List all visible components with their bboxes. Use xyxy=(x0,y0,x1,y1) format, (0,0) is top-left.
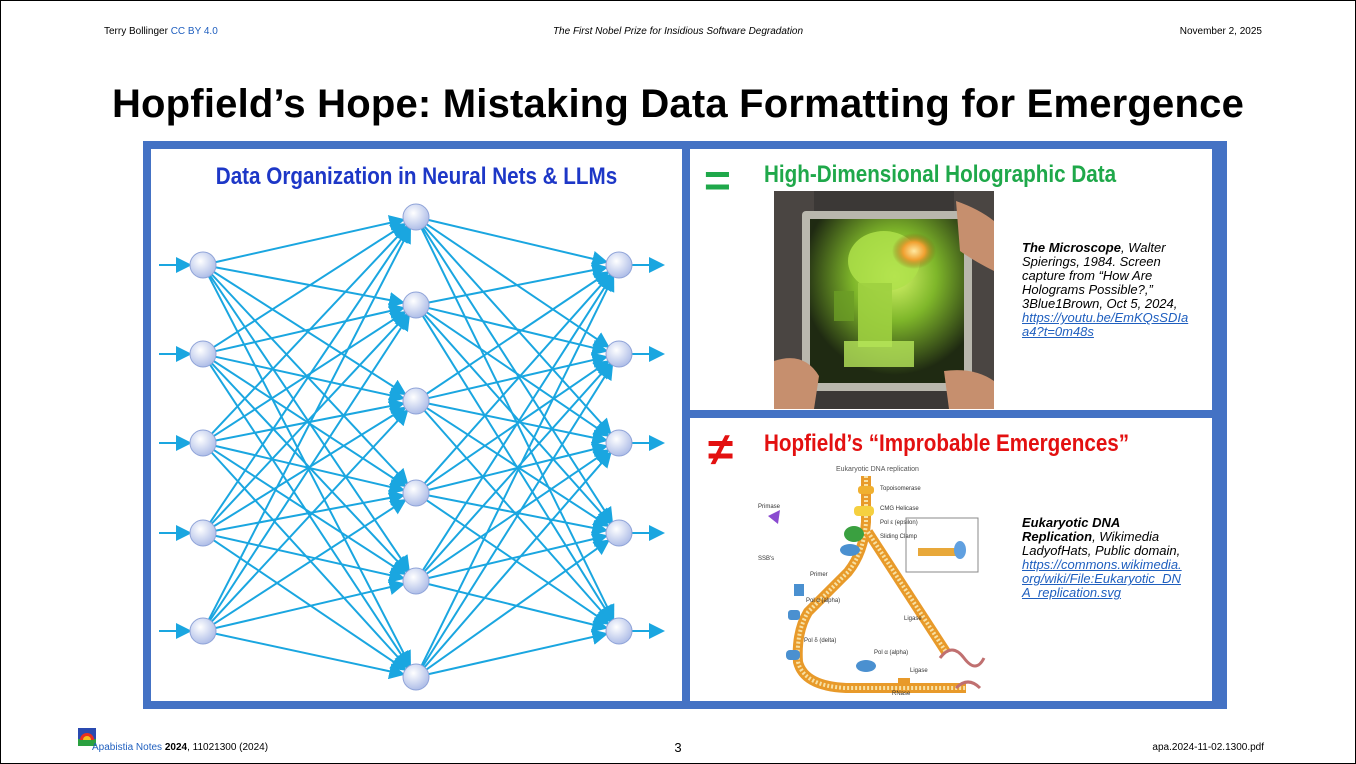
emergence-panel-title: Hopfield’s “Improbable Emergences” xyxy=(764,430,1130,457)
connection-edge xyxy=(215,490,406,532)
connection-edge xyxy=(215,355,406,403)
label-ligase-2: Ligase xyxy=(910,668,928,674)
holographic-panel-title: High-Dimensional Holographic Data xyxy=(764,161,1117,188)
connection-edge xyxy=(423,451,612,668)
input-node xyxy=(189,617,217,645)
output-node xyxy=(605,429,633,457)
input-node xyxy=(189,251,217,279)
label-pol-alpha-2: Pol α (alpha) xyxy=(874,650,908,656)
dna-caption: Eukaryotic DNA Replication, Wikimedia La… xyxy=(1022,516,1182,600)
dna-figure-title: Eukaryotic DNA replication xyxy=(836,466,919,473)
connection-edge xyxy=(211,409,409,623)
label-ligase: Ligase xyxy=(904,616,922,622)
hologram-caption-title: The Microscope xyxy=(1022,240,1121,255)
hidden-node xyxy=(402,567,430,595)
connection-edge xyxy=(213,271,407,396)
footer-year: 2024 xyxy=(164,742,188,753)
input-node xyxy=(189,340,217,368)
label-rnase: RNase xyxy=(892,691,911,697)
hologram-source-link[interactable]: https://youtu.be/EmKQsSDIaa4?t=0m48s xyxy=(1022,310,1189,339)
label-primase: Primase xyxy=(758,504,781,510)
output-node xyxy=(605,617,633,645)
hidden-node xyxy=(402,479,430,507)
page-number: 3 xyxy=(674,740,682,755)
connection-edge xyxy=(426,311,610,437)
author-name: Terry Bollinger xyxy=(104,26,168,37)
connection-edge xyxy=(213,498,407,625)
holographic-panel: = High-Dimensional Holographic Data xyxy=(690,149,1212,410)
connection-edge xyxy=(423,362,612,572)
emergence-panel: ≠ Hopfield’s “Improbable Emergences” Euk… xyxy=(690,418,1212,701)
label-pol-delta: Pol δ (delta) xyxy=(804,638,836,644)
input-node xyxy=(189,429,217,457)
connection-edge xyxy=(208,276,411,668)
input-node xyxy=(189,519,217,547)
dna-source-link[interactable]: https://commons.wikimedia.org/wiki/File:… xyxy=(1022,557,1182,600)
connection-edge xyxy=(426,499,610,625)
hologram-caption-text: , Walter Spierings, 1984. Screen capture… xyxy=(1022,240,1178,311)
header-series-title: The First Nobel Prize for Insidious Soft… xyxy=(552,26,804,37)
footer-filename: apa.2024-11-02.1300.pdf xyxy=(1152,742,1264,753)
label-pol-epsilon: Pol ε (epsilon) xyxy=(880,520,918,526)
slide-title: Hopfield’s Hope: Mistaking Data Formatti… xyxy=(111,82,1245,126)
connection-edge xyxy=(215,632,406,680)
license-link[interactable]: CC BY 4.0 xyxy=(170,26,218,37)
connection-edge xyxy=(426,271,610,395)
connection-edge xyxy=(422,363,614,667)
label-cmg-helicase: CMG Helicase xyxy=(880,506,919,512)
connection-edge xyxy=(215,215,406,264)
hologram-photo xyxy=(774,191,994,409)
label-sliding-clamp: Sliding Clamp xyxy=(880,534,918,540)
connection-edge xyxy=(422,274,614,571)
connection-edge xyxy=(426,449,610,575)
connection-edge xyxy=(428,219,609,267)
label-pol-alpha: Pol α (alpha) xyxy=(806,598,840,604)
connection-edge xyxy=(215,579,406,630)
connection-edge xyxy=(211,273,409,485)
label-ssbs: SSB's xyxy=(758,556,774,562)
connection-edge xyxy=(428,262,609,304)
footer-citation: Apabistia Notes 2024, 11021300 (2024) xyxy=(92,742,268,753)
output-node xyxy=(605,340,633,368)
connection-edge xyxy=(428,307,609,356)
hidden-node xyxy=(402,663,430,691)
connection-edge xyxy=(426,539,611,671)
connection-edge xyxy=(209,226,410,523)
label-primer: Primer xyxy=(810,572,828,578)
connection-edge xyxy=(211,313,409,525)
connection-edge xyxy=(211,225,409,435)
hidden-node xyxy=(402,203,430,231)
footer-publication[interactable]: Apabistia Notes xyxy=(92,742,163,753)
neural-net-diagram xyxy=(159,203,665,691)
connection-edge xyxy=(428,629,609,676)
hologram-caption: The Microscope, Walter Spierings, 1984. … xyxy=(1022,241,1190,339)
neural-net-panel: Data Organization in Neural Nets & LLMs xyxy=(151,149,682,701)
apabistia-logo-icon xyxy=(78,728,96,746)
not-equal-icon: ≠ xyxy=(708,423,734,475)
header-date: November 2, 2025 xyxy=(1179,26,1262,37)
connection-edge xyxy=(215,534,406,583)
connection-edge xyxy=(428,531,609,579)
dna-replication-diagram: Eukaryotic DNA replication xyxy=(756,462,988,698)
connection-edge xyxy=(213,222,407,348)
hidden-node xyxy=(402,291,430,319)
label-topoisomerase: Topoisomerase xyxy=(880,486,921,492)
connection-edge xyxy=(423,273,612,484)
dna-caption-title: Eukaryotic DNA Replication xyxy=(1022,515,1120,544)
output-node xyxy=(605,519,633,547)
neural-net-panel-title: Data Organization in Neural Nets & LLMs xyxy=(215,163,618,190)
header-author: Terry Bollinger CC BY 4.0 xyxy=(104,26,218,37)
equals-icon: = xyxy=(704,154,731,206)
connection-edge xyxy=(209,314,410,621)
connection-edge xyxy=(208,226,411,620)
footer-id: , 11021300 (2024) xyxy=(187,742,269,753)
connection-edge xyxy=(420,274,615,666)
dna-caption-text: , Wikimedia LadyofHats, Public domain, xyxy=(1022,529,1181,558)
output-node xyxy=(605,251,633,279)
hidden-node xyxy=(402,387,430,415)
